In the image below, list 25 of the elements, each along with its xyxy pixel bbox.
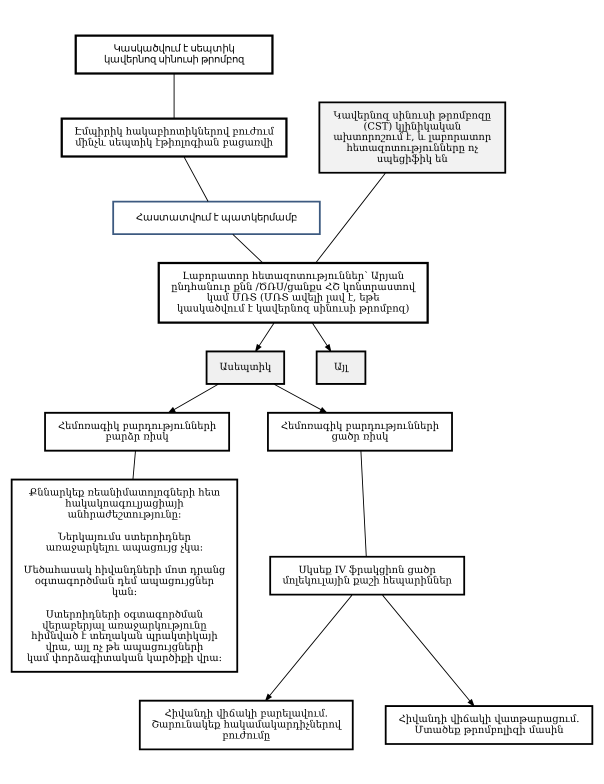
node-box: Հաստատվում է պատկերմամբ: [112, 200, 321, 235]
node-box: Քննարկեք ռեանիմատոլոգների հետ հակակոագուլյացիայի անհրաժեշտությունը: Ներկայումս ստերոիդներ առաջարկելու ապացույց չկա: Մեծահասակ հիվանդների մոտ դրանց օգտագործման դեմ ապացույցներ կան: Ստերոիդների օգտագործման վերաբերյալ առաջարկությունը հիմնված է տեղական պրակտիկայի վրա, այլ ոչ թե ապացույցների կամ փորձագիտական կարծիքի վրա:: [10, 478, 238, 672]
node-box: Կասկածվում է սեպտիկ կավերնոզ սինուսի թրոմբոզ: [74, 34, 274, 74]
connector: [174, 72, 175, 119]
connector: [360, 450, 367, 556]
arrow: [312, 322, 332, 352]
arrow: [273, 383, 328, 413]
node-box: Լաբորատոր հետազոտություններ՝ Արյան ընդհանուր քնն /ԾՌՍ/ցանքս ՀՇ կոնտրաստով կամ ՄՌՏ (ՄՌՏ ավելի լավ է, եթե կասկածվում է կավերնոզ սինուսի թրոմբոզ): [158, 261, 429, 324]
node-box: Հեմոռագիկ բարդությունների ցածր ռիսկ: [267, 411, 453, 452]
connector: [132, 450, 136, 480]
connector: [183, 156, 209, 202]
node-box: Հիվանդի վիճակի բարելավում. Շարունակեք հակամակարդիչներով բուժումը: [138, 699, 354, 750]
node-box: Հիվանդի վիճակի վատթարացում. Մտածեք թրոմբոլիզի մասին: [384, 704, 594, 744]
arrow: [264, 594, 353, 702]
arrow: [254, 322, 275, 352]
node-box: Էմպիրիկ հակաբիոտիկներով բուժում մինչև սեպտիկ էթիոլոգիան բացառվի: [60, 117, 288, 158]
node-box: Սկսեք IV ֆրակցիոն ցածր մոլեկուլային քաշի հեպարիններ: [269, 555, 466, 596]
node-box: Այլ: [316, 350, 366, 384]
node-box: Կավերնոզ սինուսի թրոմբոզը (CST) կլինիկական ախտորոշում է, և լաբորատոր հետազոտությունները ոչ սպեցիֆիկ են: [318, 100, 506, 174]
connector: [315, 172, 386, 263]
arrow: [167, 383, 220, 413]
node-box: Հեմոռագիկ բարդությունների բարձր ռիսկ: [44, 411, 230, 452]
node-box: Ասեպտիկ: [206, 350, 286, 384]
arrow: [382, 594, 475, 706]
connector: [232, 233, 264, 263]
